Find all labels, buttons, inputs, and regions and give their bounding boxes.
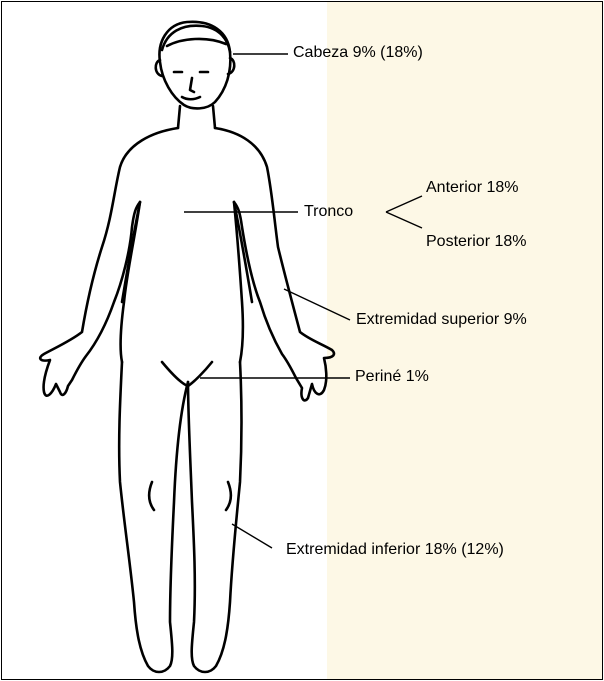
trunk-branch-anterior xyxy=(386,196,422,212)
trunk-branch-posterior xyxy=(386,212,422,228)
torso-arm-left xyxy=(40,128,178,396)
lower-limb-pointer xyxy=(232,524,272,548)
leg-right xyxy=(188,362,242,672)
trunk-label: Tronco xyxy=(304,203,353,221)
torso-arm-right xyxy=(215,128,334,400)
face-features xyxy=(174,72,208,99)
head-label: Cabeza 9% (18%) xyxy=(293,44,423,62)
knee-left xyxy=(149,482,154,510)
lower-limb-label: Extremidad inferior 18% (12%) xyxy=(286,541,504,559)
trunk-posterior-label: Posterior 18% xyxy=(426,233,527,251)
leg-left xyxy=(119,362,188,672)
body-side-left xyxy=(121,202,140,362)
trunk-anterior-label: Anterior 18% xyxy=(426,179,519,197)
perineum-label: Periné 1% xyxy=(355,368,429,386)
inner-arm-left xyxy=(122,202,140,302)
inner-arm-right xyxy=(234,202,252,302)
upper-limb-label: Extremidad superior 9% xyxy=(356,311,527,329)
knee-right xyxy=(226,482,231,510)
human-figure-outline xyxy=(40,22,334,672)
